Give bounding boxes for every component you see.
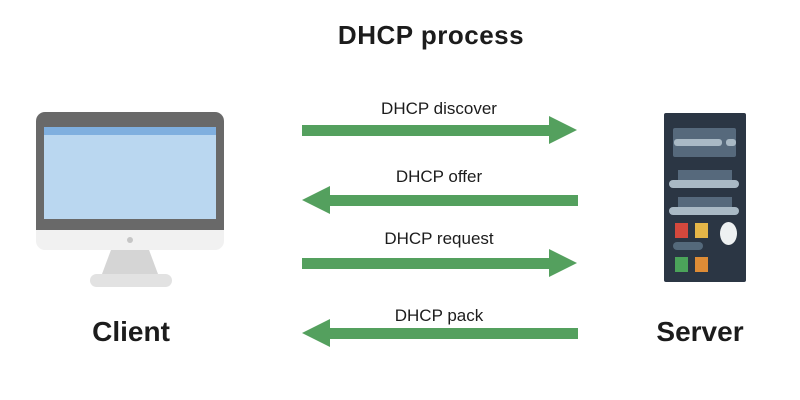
arrow-right-shaft [302, 125, 550, 136]
arrow-left-shaft [329, 195, 578, 206]
arrow-right-shaft [302, 258, 550, 269]
server-led-yellow [695, 223, 708, 238]
server-drive-bar [669, 180, 739, 188]
server-drive-bay [678, 197, 732, 210]
monitor-base [90, 274, 172, 287]
server-vent-bar-end [726, 139, 736, 146]
server-tower-icon [664, 113, 746, 282]
arrow-left-icon [302, 186, 330, 214]
message-label-dhcp-discover: DHCP discover [381, 99, 497, 118]
server-led-orange [695, 257, 708, 272]
message-label-dhcp-offer: DHCP offer [395, 167, 483, 186]
arrow-left-icon [302, 319, 330, 347]
server-led-green [675, 257, 688, 272]
message-label-dhcp-pack: DHCP pack [394, 306, 484, 325]
monitor-screen [44, 127, 216, 219]
server-power-button [720, 222, 737, 245]
server-node-label: Server [656, 316, 744, 347]
arrow-right-icon [549, 249, 577, 277]
monitor-screen-strip [44, 127, 216, 135]
desktop-computer-icon [36, 112, 224, 288]
server-led-red [675, 223, 688, 238]
arrow-left-shaft [329, 328, 578, 339]
client-node-label: Client [92, 316, 170, 347]
server-drive-bar [669, 207, 739, 215]
server-slot-bar [673, 242, 703, 250]
message-label-dhcp-request: DHCP request [384, 229, 494, 248]
arrow-right-icon [549, 116, 577, 144]
monitor-stand [102, 250, 158, 274]
server-vent-bar [674, 139, 722, 146]
server-drive-bay [678, 170, 732, 183]
diagram-title: DHCP process [337, 20, 525, 50]
monitor-camera-dot [127, 237, 133, 243]
